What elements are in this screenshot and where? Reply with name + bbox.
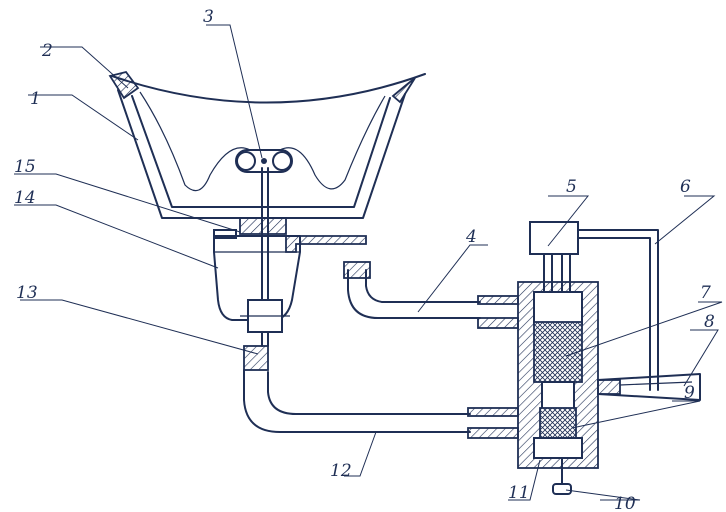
label-13: 13 [16,283,38,303]
pulley-assembly [235,149,293,173]
label-6: 6 [680,177,691,197]
label-12: 12 [330,461,352,481]
label-1: 1 [30,89,41,109]
label-11: 11 [508,483,530,503]
label-4: 4 [465,227,477,247]
part-labels: 1 2 3 4 5 6 7 8 9 10 11 12 13 14 15 [14,7,715,512]
valve-body [517,281,621,469]
label-7: 7 [700,283,711,303]
rim-cap-right [391,77,416,104]
upper-hose [285,235,519,329]
lower-hose [243,345,519,439]
label-8: 8 [704,312,715,332]
label-10: 10 [614,494,636,512]
seal-block [213,217,287,239]
label-15: 15 [14,157,36,177]
label-9: 9 [684,383,695,403]
label-14: 14 [14,188,36,208]
housing-cup [213,235,301,333]
drain-screw [552,457,572,495]
label-2: 2 [41,41,53,61]
label-3: 3 [203,7,214,27]
label-5: 5 [566,177,577,197]
signal-tube [577,229,659,391]
leader-lines [14,24,723,501]
